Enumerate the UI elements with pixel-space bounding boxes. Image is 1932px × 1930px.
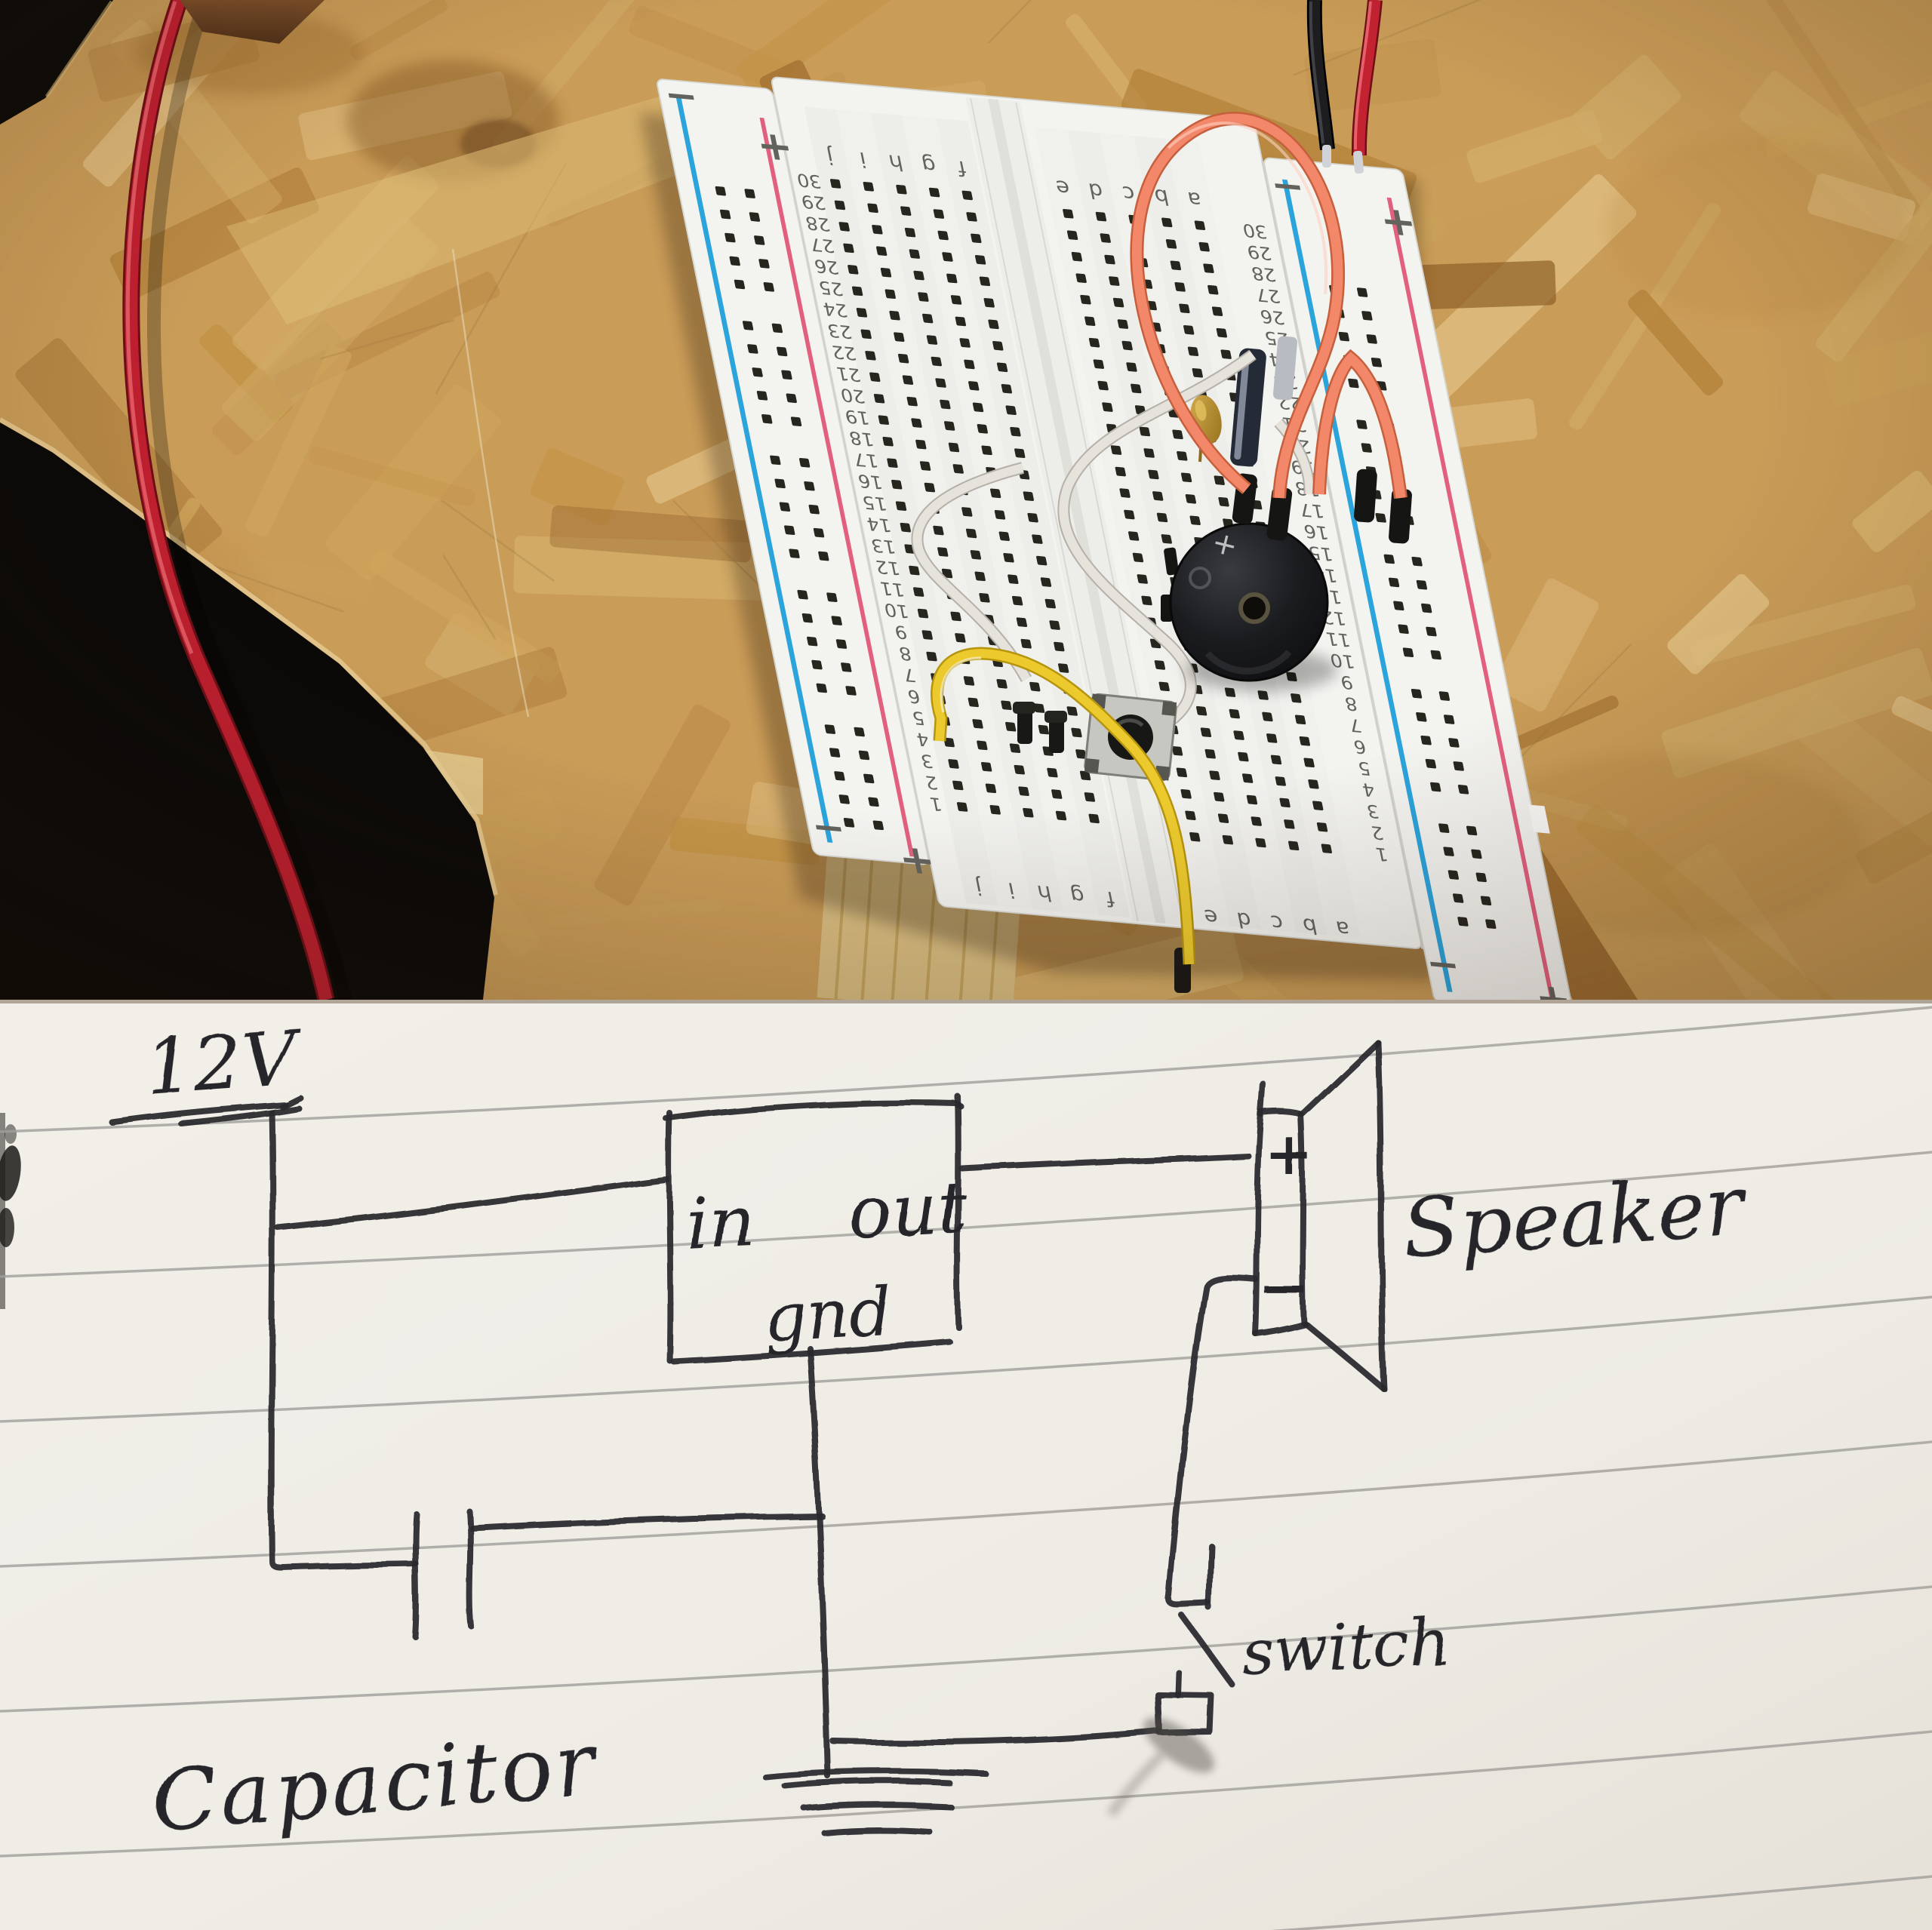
wire-switch-to-ground xyxy=(830,1728,1161,1746)
switch-button-box xyxy=(1155,1692,1214,1735)
ground-symbol xyxy=(762,1768,989,1836)
photo-vignette xyxy=(0,0,1932,1000)
label-12v: 12V xyxy=(143,1013,306,1112)
supply-rail-stroke xyxy=(109,1102,288,1125)
label-speaker-minus: − xyxy=(1257,1249,1310,1324)
panel-divider-shadow xyxy=(0,1000,1932,1003)
ruled-lines xyxy=(0,1006,1932,1930)
switch-button-stub xyxy=(1175,1670,1182,1698)
supply-drop-wire xyxy=(268,1110,419,1571)
gnd-wire xyxy=(807,1345,831,1779)
speaker-symbol xyxy=(1252,1040,1387,1392)
label-speaker-plus: + xyxy=(1265,1120,1314,1189)
circuit-ink: 12V in out gnd Speaker + − switch Capaci… xyxy=(109,1013,1751,1852)
label-gnd: gnd xyxy=(762,1272,894,1357)
label-in: in xyxy=(683,1179,756,1266)
label-switch: switch xyxy=(1239,1605,1452,1689)
wire-out-to-speaker xyxy=(959,1153,1251,1172)
regulator-box-left xyxy=(666,1110,673,1363)
breadboard-photo: 1122334455667788991010111112121313141415… xyxy=(0,0,1932,1000)
notebook-edge-marks xyxy=(0,1113,21,1309)
capacitor-symbol xyxy=(412,1508,825,1640)
switch-arm xyxy=(1179,1612,1235,1687)
schematic-drawing: 12V in out gnd Speaker + − switch Capaci… xyxy=(0,1000,1932,1930)
wire-speaker-to-switch xyxy=(1165,1274,1258,1608)
regulator-box-top xyxy=(663,1099,964,1121)
label-out: out xyxy=(846,1166,969,1255)
switch-contact-stub xyxy=(1206,1543,1214,1611)
wire-to-in xyxy=(275,1176,670,1231)
charcoal-smudge xyxy=(1106,1717,1214,1818)
